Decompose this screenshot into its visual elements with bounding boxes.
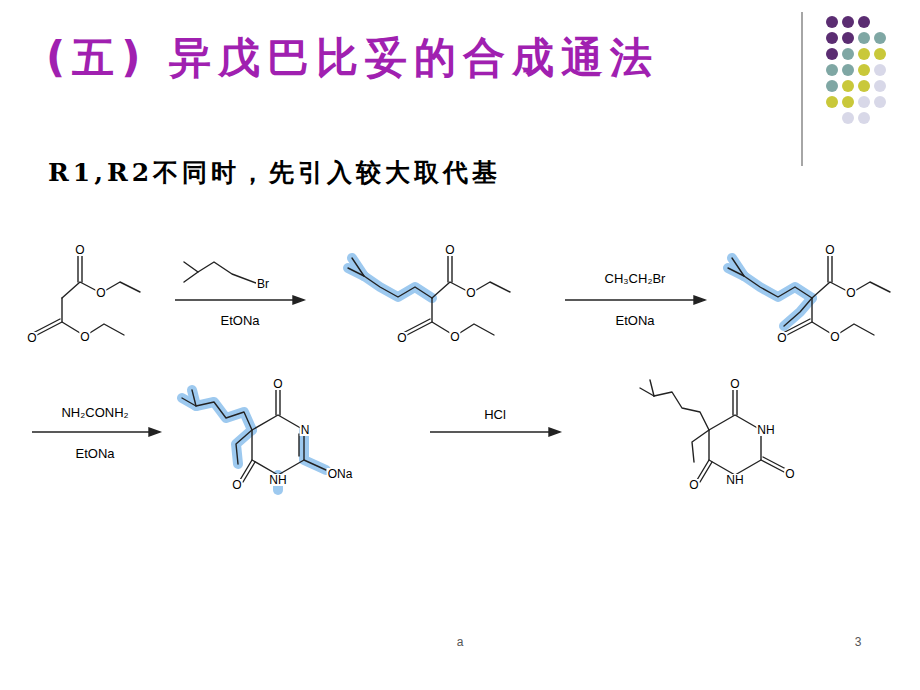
dot-grid xyxy=(826,16,886,124)
reagent-label: HCl xyxy=(484,407,506,422)
highlight xyxy=(182,258,812,490)
slide-title: (五) 异戊巴比妥的合成通法 xyxy=(46,30,659,86)
page-number: 3 xyxy=(855,635,862,649)
atom-label: NH xyxy=(268,474,287,486)
reagent-label: CH₃CH₂Br xyxy=(605,271,666,286)
reagent-label: EtONa xyxy=(615,313,654,328)
atom-label: O xyxy=(845,287,856,299)
divider-line xyxy=(801,12,803,166)
footer-text: a xyxy=(457,635,464,649)
atom-label: O xyxy=(26,332,37,344)
atom-label: O xyxy=(829,331,840,343)
atom-label: O xyxy=(79,331,90,343)
atom-label: O xyxy=(396,332,407,344)
atom-label: N xyxy=(300,424,311,436)
atom-label: O xyxy=(784,468,795,480)
atom-label: O xyxy=(449,331,460,343)
atom-label: O xyxy=(688,479,699,491)
atom-label: O xyxy=(776,332,787,344)
atom-label: O xyxy=(74,244,85,256)
atom-label: O xyxy=(729,378,740,390)
atom-label: O xyxy=(444,244,455,256)
atom-label: O xyxy=(824,244,835,256)
atom-label: NH xyxy=(725,474,744,486)
reagent-label: EtONa xyxy=(75,446,114,461)
atom-label: O xyxy=(465,287,476,299)
reaction-arrows xyxy=(32,296,705,436)
reagent-label: EtONa xyxy=(220,313,259,328)
atom-label: O xyxy=(231,479,242,491)
atom-label: Br xyxy=(256,278,270,290)
atom-label: NH xyxy=(756,424,775,436)
atom-label: O xyxy=(95,287,106,299)
subtitle: R1,R2不同时，先引入较大取代基 xyxy=(48,156,501,189)
molecule-bonds xyxy=(33,254,890,482)
reagent-label: NH₂CONH₂ xyxy=(61,405,128,420)
atom-label: O xyxy=(272,378,283,390)
atom-label: ONa xyxy=(327,468,354,480)
